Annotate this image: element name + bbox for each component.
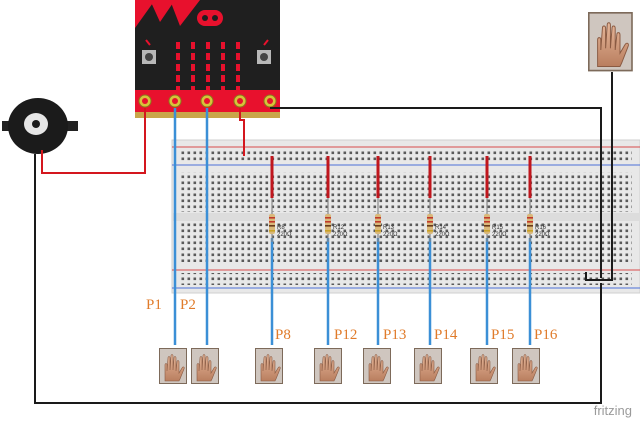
- resistor-name-label: R8: [277, 225, 285, 231]
- breadboard-red-jumpers: [270, 156, 532, 198]
- pin-label-p16: P16: [534, 327, 558, 343]
- pin-label-p15: P15: [491, 327, 515, 343]
- hand-touch-icon: [413, 347, 443, 385]
- pin-label-p2: P2: [180, 297, 196, 313]
- fritzing-watermark: fritzing: [593, 403, 632, 418]
- buzzer-icon: [2, 98, 78, 154]
- resistor-value-label: 220Ω: [383, 232, 398, 238]
- resistor-value-label: 220Ω: [492, 232, 507, 238]
- hand-touch-icon: [362, 347, 392, 385]
- resistor-value-label: 220Ω: [277, 232, 292, 238]
- resistor-name-label: R15: [492, 225, 504, 231]
- resistor-value-label: 220Ω: [333, 232, 348, 238]
- resistor-group: R8220ΩR12220ΩR13220ΩR14220ΩR15220ΩR16220…: [269, 198, 550, 242]
- hand-touch-icon: [469, 347, 499, 385]
- hand-touch-icon: [254, 347, 284, 385]
- pin-label-p8: P8: [275, 327, 291, 343]
- hand-touch-icon: [313, 347, 343, 385]
- led-matrix: [176, 42, 240, 93]
- blue-wires: [173, 108, 532, 345]
- pin-label-p14: P14: [434, 327, 458, 343]
- resistor-value-label: 220Ω: [435, 232, 450, 238]
- pin-label-p12: P12: [334, 327, 358, 343]
- resistor-name-label: R12: [333, 225, 345, 231]
- resistor-name-label: R16: [535, 225, 547, 231]
- microbit-board-icon: [135, 0, 280, 118]
- hand-touch-icon: [158, 347, 188, 385]
- resistor-name-label: R14: [435, 225, 447, 231]
- resistor-value-label: 220Ω: [535, 232, 550, 238]
- hand-touch-icon: [587, 11, 634, 72]
- hand-touch-icon: [511, 347, 541, 385]
- red-wires: [41, 108, 245, 174]
- hand-touch-icon: [190, 347, 220, 385]
- resistor-name-label: R13: [383, 225, 395, 231]
- black-wires: [34, 72, 613, 404]
- breadboard: [171, 139, 640, 294]
- pin-label-p13: P13: [383, 327, 407, 343]
- pin-label-p1: P1: [146, 297, 162, 313]
